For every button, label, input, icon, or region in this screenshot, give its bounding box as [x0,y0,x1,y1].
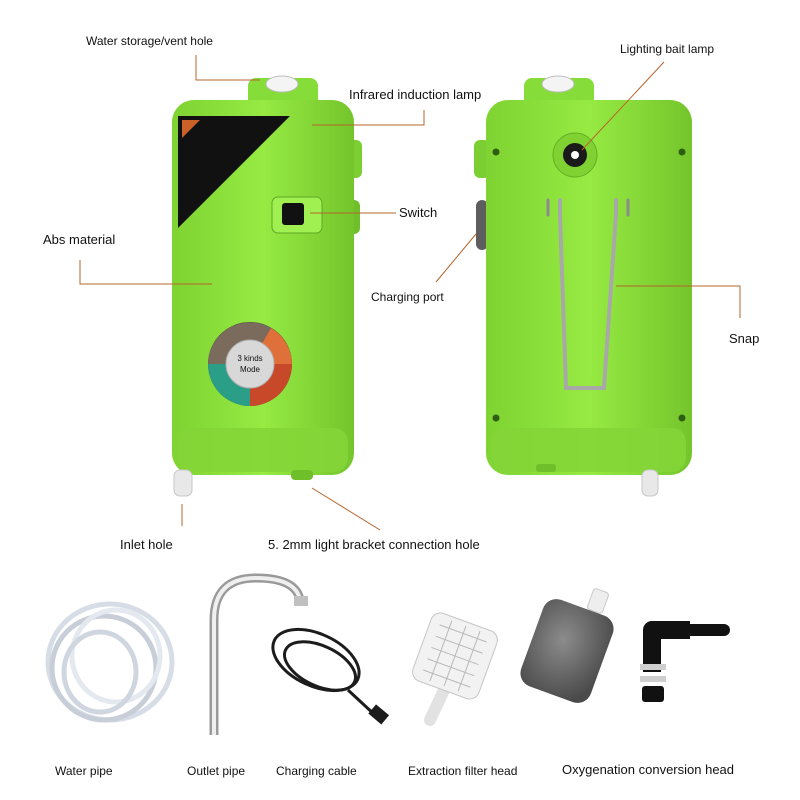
leader-lines [79,55,741,531]
water-pipe-image [45,601,175,723]
inlet-nozzle [173,469,193,497]
conversion-head-image [640,621,730,702]
callout-snap: Snap [729,331,760,346]
device-front [172,75,362,497]
accessory-charging-cable: Charging cable [276,764,357,778]
accessory-filter-head: Extraction filter head [408,764,518,778]
snap-clip [546,198,630,390]
bracket-hole [291,470,313,480]
callout-infrared-lamp: Infrared induction lamp [349,87,482,102]
callout-bait-lamp: Lighting bait lamp [620,42,715,56]
accessory-water-pipe: Water pipe [55,764,113,778]
device-back [474,75,692,497]
air-stone-image [520,588,614,703]
mode-dial [208,322,292,406]
infrared-panel [178,116,290,228]
callout-switch: Switch [399,205,438,220]
callout-abs-material: Abs material [43,232,116,247]
charging-port [476,200,488,250]
back-body [486,100,692,475]
outlet-pipe-image [209,573,308,735]
switch-button [282,203,304,225]
callout-bracket-hole: 5. 2mm light bracket connection hole [268,537,480,552]
callout-charging-port: Charging port [371,290,444,304]
charging-cable-image [271,627,390,725]
accessory-oxygenation-head: Oxygenation conversion head [562,762,735,777]
mode-dial-line2: Mode [239,365,260,374]
mode-dial-line1: 3 kinds [237,354,263,363]
accessory-outlet-pipe: Outlet pipe [187,764,246,778]
mode-dial-label: 3 kinds Mode [226,353,274,375]
filter-head-image [412,612,498,726]
vent-hole-cap [265,75,299,93]
callout-water-storage: Water storage/vent hole [86,34,213,48]
callout-inlet-hole: Inlet hole [120,537,173,552]
